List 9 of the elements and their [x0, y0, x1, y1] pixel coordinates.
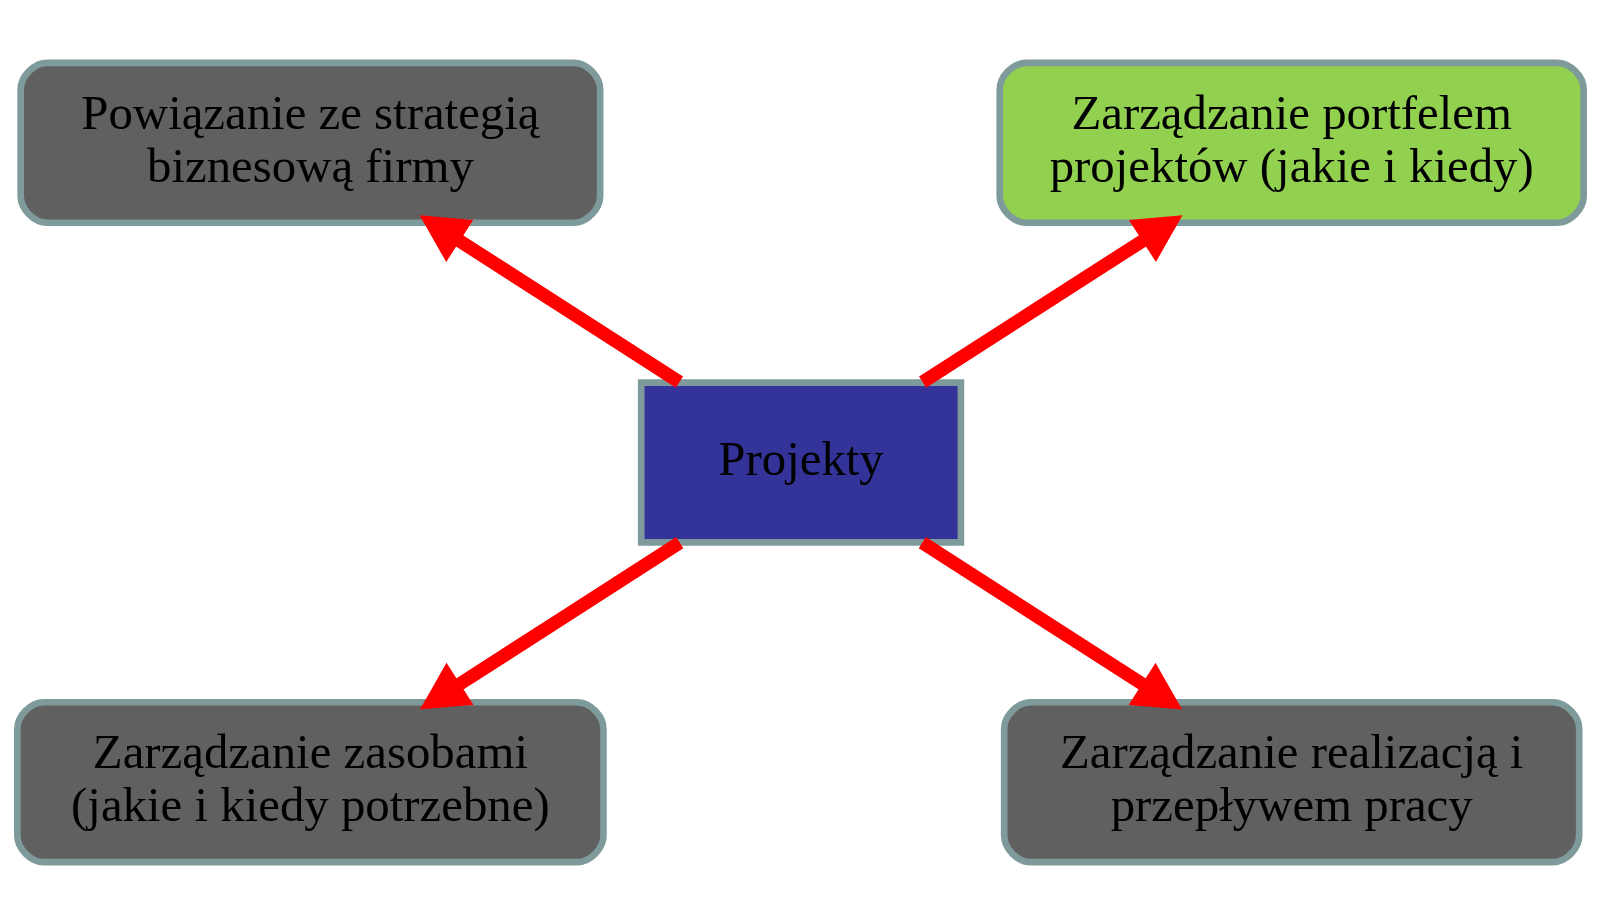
arrow — [419, 214, 684, 388]
arrow — [918, 536, 1183, 710]
node-box: Zarządzanie zasobami (jakie i kiedy potrzebne) — [14, 698, 607, 865]
node-box: Zarządzanie portfelem projektów (jakie i kiedy) — [996, 59, 1587, 226]
node-box: Projekty — [637, 378, 965, 546]
arrow — [419, 536, 684, 710]
node-box: Zarządzanie realizacją i przepływem pracy — [1000, 698, 1583, 865]
arrow — [919, 214, 1183, 388]
node-box: Powiązanie ze strategią biznesową firmy — [17, 59, 604, 226]
